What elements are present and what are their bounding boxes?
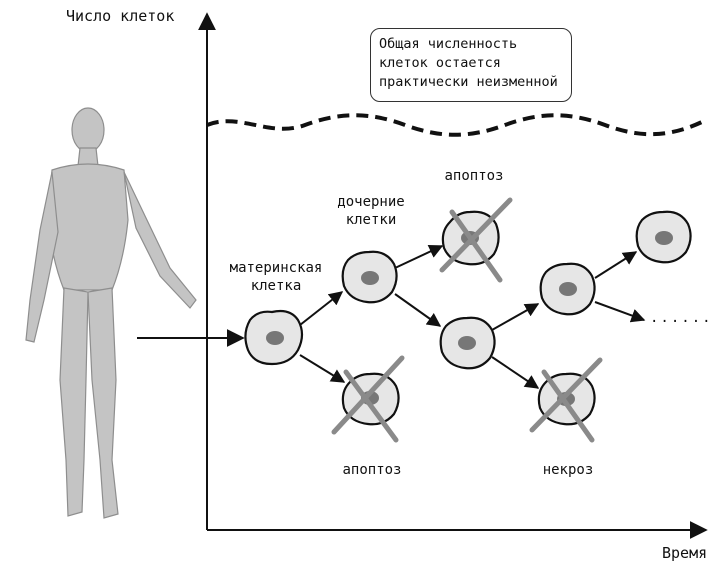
top-right-cell <box>637 212 691 263</box>
note-line-1: Общая численность <box>379 35 563 54</box>
mother-cell-label-line1: материнская <box>220 260 332 277</box>
arrow-mid-to-right-cell <box>492 304 538 330</box>
arrow-mid-to-necrosis <box>492 357 538 388</box>
daughter-cells-label-line1: дочерние <box>326 194 416 211</box>
human-left-leg <box>60 288 88 516</box>
daughter-cell-mid <box>441 318 495 369</box>
arrow-daughter-to-apoptosis-top <box>395 246 442 268</box>
necrosis-label: некроз <box>528 462 608 479</box>
human-head <box>72 108 104 152</box>
x-axis-label: Время <box>662 545 707 562</box>
human-figure <box>26 108 196 518</box>
human-right-leg <box>88 288 118 518</box>
note-box: Общая численность клеток остается практи… <box>370 28 572 102</box>
continuation-dots: ...... <box>650 310 710 327</box>
daughter-cell-top <box>343 252 397 303</box>
arrow-mother-to-daughter-top <box>300 292 342 325</box>
mother-cell-label-line2: клетка <box>220 278 332 295</box>
human-neck <box>78 148 98 166</box>
arrow-right-to-top-cell <box>595 252 636 278</box>
mother-cell <box>245 311 302 364</box>
note-line-2: клеток остается <box>379 54 563 73</box>
human-right-arm <box>124 172 196 308</box>
arrow-mother-to-apoptosis <box>300 355 344 382</box>
note-line-3: практически неизменной <box>379 73 563 92</box>
arrow-daughter-to-daughter-mid <box>395 294 440 326</box>
daughter-cells-label-line2: клетки <box>326 212 416 229</box>
constant-level-line <box>207 115 706 135</box>
human-left-arm <box>26 172 58 342</box>
human-torso <box>48 164 128 290</box>
apoptosis-bottom-label: апоптоз <box>332 462 412 479</box>
y-axis-label: Число клеток <box>66 8 174 25</box>
apoptosis-top-label: апоптоз <box>434 168 514 185</box>
arrow-right-to-continuation <box>595 302 644 320</box>
right-cell <box>541 264 595 315</box>
